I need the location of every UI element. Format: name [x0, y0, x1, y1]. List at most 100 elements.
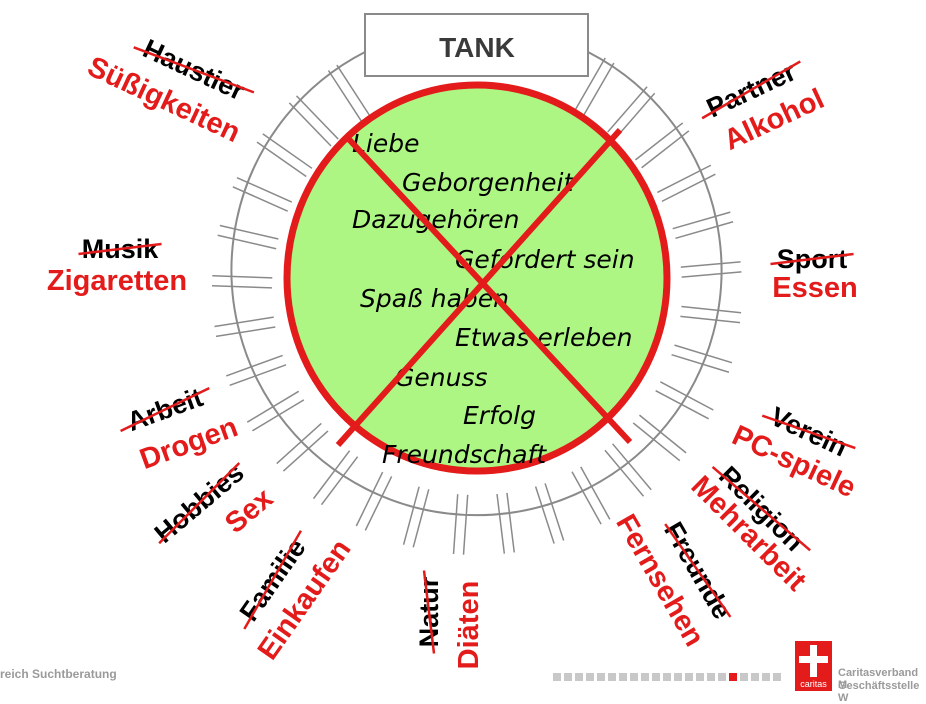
tick-line — [402, 486, 420, 545]
slide-dot[interactable] — [674, 673, 682, 681]
tick-line — [604, 449, 645, 497]
slide-dot[interactable] — [707, 673, 715, 681]
tick-line — [288, 102, 332, 147]
tick-line — [252, 399, 305, 432]
slide-dot[interactable] — [685, 673, 693, 681]
slide-dot[interactable] — [630, 673, 638, 681]
addiction-label: Diäten — [453, 581, 485, 670]
strike-line — [761, 414, 856, 450]
slide-dot[interactable] — [729, 673, 737, 681]
slide-dot[interactable] — [586, 673, 594, 681]
tick-line — [614, 92, 656, 140]
strike-line — [701, 60, 801, 120]
tick-line — [229, 364, 287, 387]
caritas-logo: caritas — [795, 641, 832, 691]
strike-line — [133, 46, 255, 94]
tick-line — [534, 486, 555, 544]
tick-line — [681, 271, 742, 278]
tick-line — [506, 492, 516, 553]
addiction-label: Essen — [772, 272, 857, 304]
outer-ring — [230, 51, 723, 517]
strike-line — [158, 462, 241, 545]
need-item: Gefordert sein — [455, 245, 635, 274]
slide-dot[interactable] — [773, 673, 781, 681]
strike-line — [78, 242, 162, 256]
tick-line — [671, 354, 730, 373]
slide-dot[interactable] — [641, 673, 649, 681]
slide-dot[interactable] — [652, 673, 660, 681]
tick-line — [635, 122, 684, 161]
tick-line — [226, 354, 283, 377]
tick-line — [681, 305, 742, 314]
strike-line — [711, 465, 811, 552]
tick-line — [680, 315, 741, 324]
tick-line — [276, 422, 322, 465]
tick-line — [412, 489, 430, 548]
tick-line — [675, 221, 734, 240]
tick-line — [638, 414, 687, 454]
need-item: Freundschaft — [382, 440, 547, 469]
tank-box — [364, 13, 589, 77]
tick-line — [211, 284, 272, 289]
slide-dot[interactable] — [718, 673, 726, 681]
slide-dot[interactable] — [575, 673, 583, 681]
tick-line — [364, 476, 393, 531]
strike-line — [664, 523, 732, 618]
pipe-ticks — [211, 57, 742, 555]
footer-text: reich Suchtberatung — [0, 667, 117, 681]
tick-line — [655, 389, 709, 420]
need-item: Erfolg — [463, 401, 536, 430]
cross-line — [342, 132, 633, 445]
tick-line — [320, 456, 359, 506]
strike-line — [422, 570, 436, 654]
tick-line — [661, 173, 716, 203]
tick-line — [612, 443, 652, 491]
tick-line — [571, 471, 602, 525]
tick-line — [262, 133, 313, 169]
tick-line — [355, 471, 384, 527]
strike-line — [120, 386, 210, 433]
tick-line — [462, 494, 469, 555]
tick-line — [232, 186, 288, 212]
strike-line — [243, 530, 303, 630]
slide-dot[interactable] — [608, 673, 616, 681]
tick-line — [659, 381, 714, 411]
tick-line — [583, 62, 615, 116]
tick-line — [672, 211, 731, 230]
tick-line — [336, 64, 371, 116]
tick-line — [236, 176, 293, 203]
logo-text: caritas — [800, 679, 827, 689]
tick-line — [641, 130, 690, 169]
tick-line — [217, 234, 277, 250]
cross-line — [335, 127, 623, 448]
slide-dot[interactable] — [740, 673, 748, 681]
strike-line — [770, 252, 854, 266]
tick-line — [674, 344, 733, 364]
slide-dot[interactable] — [762, 673, 770, 681]
tick-line — [312, 450, 351, 500]
tick-line — [327, 70, 362, 122]
tick-line — [632, 422, 681, 462]
tick-line — [607, 86, 648, 133]
tick-line — [219, 224, 279, 240]
slide-dot[interactable] — [696, 673, 704, 681]
org-line-2: Geschäftsstelle W — [838, 680, 920, 704]
need-item: Geborgenheit — [402, 168, 574, 197]
tick-line — [214, 316, 274, 328]
slide-dot[interactable] — [597, 673, 605, 681]
tick-line — [574, 57, 606, 111]
addiction-label: Zigaretten — [47, 265, 187, 297]
tick-line — [657, 164, 712, 194]
slide-dot[interactable] — [553, 673, 561, 681]
slide-dot[interactable] — [564, 673, 572, 681]
tick-line — [256, 141, 307, 178]
slide-navigation — [553, 673, 781, 681]
tick-line — [496, 493, 506, 554]
slide-dot[interactable] — [619, 673, 627, 681]
tick-line — [295, 95, 339, 140]
slide-dot[interactable] — [663, 673, 671, 681]
slide-dot[interactable] — [751, 673, 759, 681]
tick-line — [282, 430, 329, 472]
tick-line — [580, 466, 611, 520]
